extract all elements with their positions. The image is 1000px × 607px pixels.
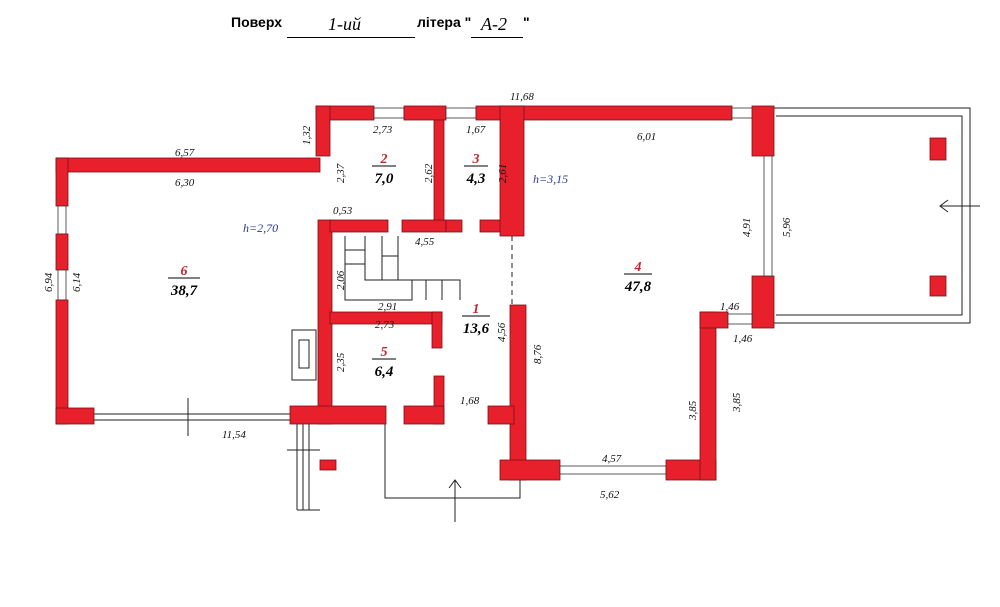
dim-6-14: 6,14 — [71, 272, 83, 292]
dimension-labels: 11,68 6,57 6,30 1,32 2,73 1,67 6,01 2,37… — [43, 91, 793, 501]
dim-11-54: 11,54 — [222, 429, 246, 441]
litera-underline — [471, 37, 523, 38]
dim-4-55: 4,55 — [415, 236, 435, 248]
dim-8-76: 8,76 — [532, 344, 544, 364]
dim-2-91: 2,91 — [378, 301, 397, 313]
room-4-area: 47,8 — [624, 279, 652, 295]
dim-6-94: 6,94 — [43, 272, 55, 292]
dim-6-30: 6,30 — [175, 177, 195, 189]
dim-1-67: 1,67 — [466, 124, 486, 136]
floor-value: 1-ий — [328, 14, 361, 34]
dim-5-62: 5,62 — [600, 489, 620, 501]
room-3-area: 4,3 — [466, 171, 486, 187]
room-6-number: 6 — [181, 264, 188, 279]
dim-1-46-b: 1,46 — [733, 333, 753, 345]
height-labels: h=2,70 h=3,15 — [243, 172, 568, 235]
dim-3-85-b: 3,85 — [731, 392, 743, 413]
dim-2-37: 2,37 — [335, 163, 347, 183]
height-right: h=3,15 — [533, 172, 568, 186]
room-labels: 1 13,6 2 7,0 3 4,3 4 47,8 5 6,4 6 38,7 — [168, 152, 652, 380]
dim-3-85-a: 3,85 — [687, 400, 699, 421]
dim-2-73-top: 2,73 — [373, 124, 393, 136]
floor-label: Поверх — [231, 14, 282, 30]
dim-6-57: 6,57 — [175, 147, 195, 159]
room-5-area: 6,4 — [375, 364, 394, 380]
thin-lines — [94, 107, 980, 522]
room-2-area: 7,0 — [375, 171, 394, 187]
dim-6-01: 6,01 — [637, 131, 656, 143]
room-3-number: 3 — [472, 152, 480, 167]
walls — [55, 105, 947, 481]
dim-2-06: 2,06 — [335, 270, 347, 290]
dim-1-46-a: 1,46 — [720, 301, 740, 313]
room-5-number: 5 — [381, 345, 388, 360]
dim-4-91: 4,91 — [741, 218, 753, 237]
dim-5-96: 5,96 — [781, 217, 793, 237]
litera-close: " — [523, 14, 530, 30]
room-6-area: 38,7 — [170, 283, 198, 299]
dim-4-57: 4,57 — [602, 453, 622, 465]
room-4-number: 4 — [634, 260, 642, 275]
dim-1-32: 1,32 — [301, 125, 313, 145]
floor-underline — [287, 37, 415, 38]
dim-2-62: 2,62 — [423, 163, 435, 183]
dim-11-68: 11,68 — [510, 91, 534, 103]
dim-2-73-mid: 2,73 — [375, 319, 395, 331]
room-1-area: 13,6 — [463, 321, 490, 337]
room-1-number: 1 — [473, 302, 480, 317]
room-2-number: 2 — [380, 152, 388, 167]
dim-1-68: 1,68 — [460, 395, 480, 407]
litera-label: літера " — [417, 14, 472, 30]
dim-2-61: 2,61 — [497, 164, 509, 183]
height-left: h=2,70 — [243, 221, 278, 235]
dim-2-35: 2,35 — [335, 352, 347, 372]
dim-4-56: 4,56 — [496, 322, 508, 342]
dim-0-53: 0,53 — [333, 205, 353, 217]
litera-value: А-2 — [481, 14, 507, 34]
